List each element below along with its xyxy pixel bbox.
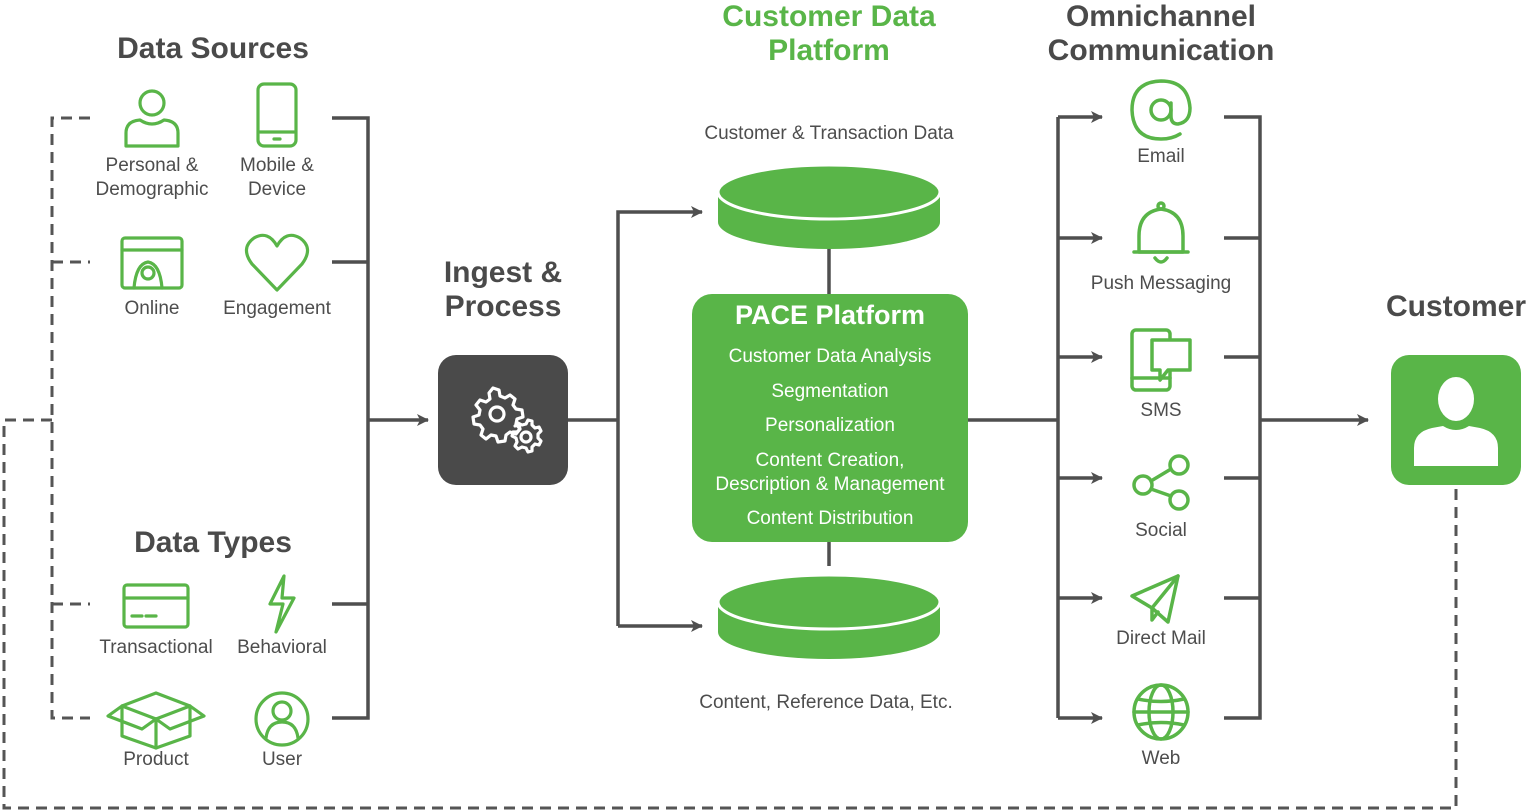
data-types-heading: Data Types <box>134 526 292 559</box>
credit-card-icon <box>122 583 190 629</box>
source-label: Personal &Demographic <box>95 155 209 200</box>
omni-heading-line2: Communication <box>1047 34 1275 67</box>
source-label: Engagement <box>223 298 331 319</box>
type-label: User <box>261 749 303 770</box>
ingest-heading-line2: Process <box>444 290 562 323</box>
pace-title: PACE Platform <box>734 300 926 330</box>
ingest-heading-line1: Ingest & <box>443 256 563 289</box>
pace-item: Content Distribution <box>746 508 914 529</box>
user-circle-icon <box>254 691 310 747</box>
feedback-loop-dashed <box>2 116 1458 810</box>
type-label: Transactional <box>99 637 213 658</box>
cdp-to-channels-connectors <box>968 111 1103 724</box>
omni-heading-line1: Omnichannel <box>1065 0 1257 33</box>
pace-item: Segmentation <box>771 381 889 402</box>
cdp-heading-line1: Customer Data <box>722 0 936 33</box>
top-db-label: Customer & Transaction Data <box>704 123 954 144</box>
globe-icon <box>1132 683 1190 741</box>
person-icon <box>124 89 180 148</box>
ingest-to-cdp-connectors <box>568 206 831 632</box>
bell-icon <box>1132 201 1190 264</box>
bottom-db-label: Content, Reference Data, Etc. <box>699 692 953 713</box>
at-icon <box>1130 79 1192 141</box>
browser-gear-icon <box>120 236 184 290</box>
cdp-heading-line2: Platform <box>768 34 890 67</box>
pace-item: Content Creation, <box>755 450 905 471</box>
channel-label-email: Email <box>1137 146 1185 167</box>
customer-person-icon <box>1414 377 1498 466</box>
sources-bracket <box>332 116 429 720</box>
customer-transaction-db <box>716 163 942 249</box>
channel-label-direct-mail: Direct Mail <box>1116 628 1206 649</box>
gears-icon <box>471 386 543 454</box>
type-label: Product <box>123 749 189 770</box>
channel-label-sms: SMS <box>1140 400 1182 421</box>
channel-label-push: Push Messaging <box>1090 273 1232 294</box>
pace-item: Personalization <box>765 415 895 436</box>
source-label: Online <box>124 298 180 319</box>
pace-platform-box <box>692 294 968 542</box>
box-icon <box>106 691 206 750</box>
paper-plane-icon <box>1130 574 1180 624</box>
channel-label-social: Social <box>1135 520 1187 541</box>
mobile-icon <box>256 82 298 148</box>
phone-chat-icon <box>1130 328 1192 392</box>
share-icon <box>1132 454 1190 511</box>
customer-box <box>1391 355 1521 485</box>
content-reference-db <box>716 573 942 659</box>
pace-item: Customer Data Analysis <box>728 346 932 367</box>
channel-label-web: Web <box>1141 748 1181 769</box>
customer-heading: Customer <box>1385 290 1527 323</box>
source-label: Mobile &Device <box>240 155 314 200</box>
channels-bracket <box>1224 115 1369 720</box>
ingest-process-box <box>438 355 568 485</box>
heart-icon <box>244 233 310 292</box>
data-sources-heading: Data Sources <box>117 32 309 65</box>
lightning-icon <box>268 574 296 634</box>
pace-item: Description & Management <box>715 474 945 495</box>
type-label: Behavioral <box>237 637 327 658</box>
